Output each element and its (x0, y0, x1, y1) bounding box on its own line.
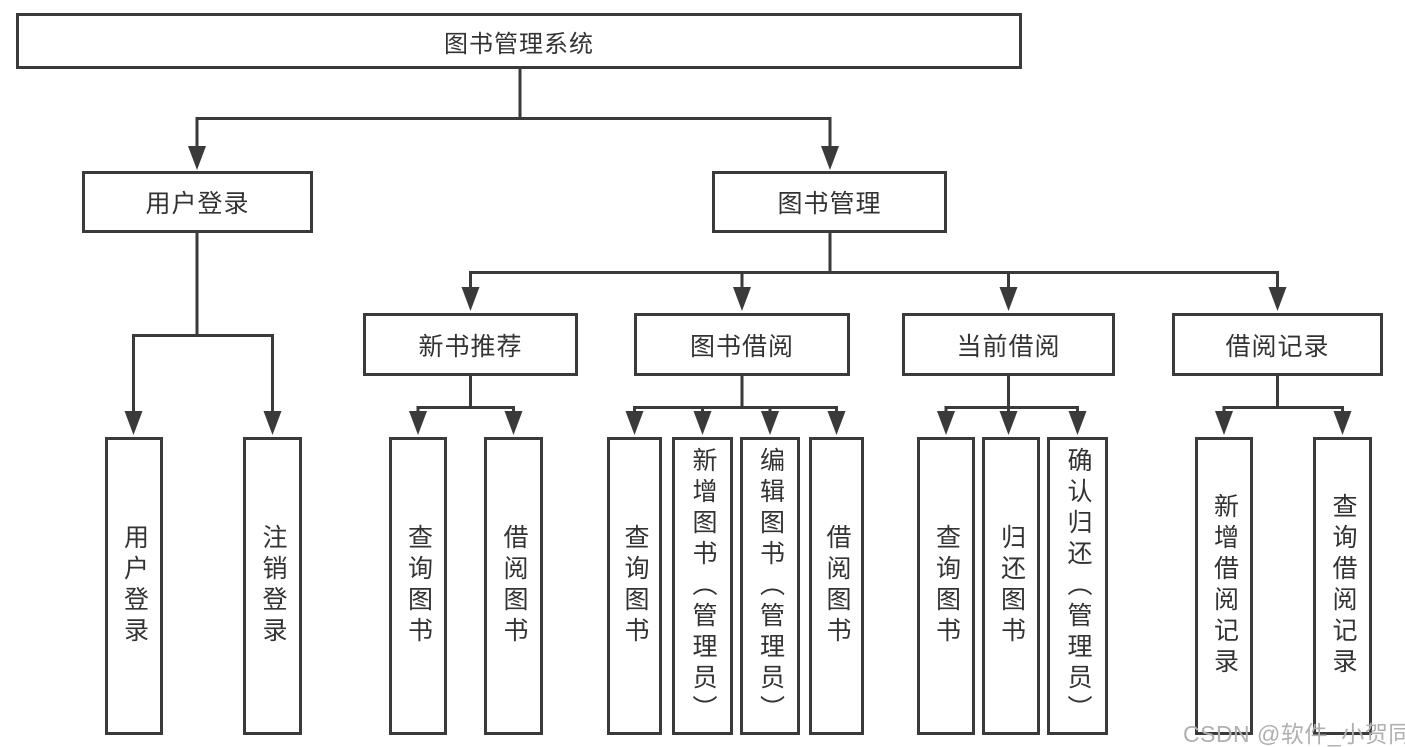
leaf-borrow-books-recommend: 借阅图书 (484, 437, 543, 735)
leaf-user-login: 用户登录 (105, 437, 163, 735)
leaf-logout: 注销登录 (243, 437, 302, 735)
leaf-add-books-admin: 新增图书（管理员） (672, 437, 733, 735)
leaf-edit-books-admin: 编辑图书（管理员） (740, 437, 800, 735)
leaf-query-books-recommend: 查询图书 (389, 437, 447, 735)
connector-root (188, 69, 839, 170)
node-library-management-system: 图书管理系统 (16, 13, 1022, 69)
node-user-login: 用户登录 (82, 171, 313, 233)
leaf-return-books: 归还图书 (982, 437, 1040, 735)
csdn-watermark: CSDN @软件_小贺同学 (1183, 721, 1405, 747)
leaf-borrow-books-borrowing: 借阅图书 (809, 437, 864, 735)
connector-new-book-recommend (409, 376, 523, 435)
leaf-query-books-current: 查询图书 (917, 437, 975, 735)
node-borrowing-records: 借阅记录 (1172, 313, 1383, 376)
connector-user-login (124, 233, 282, 435)
node-book-borrowing: 图书借阅 (634, 313, 850, 376)
connector-current-borrowing (937, 376, 1087, 435)
connector-book-borrowing (625, 376, 846, 435)
leaf-confirm-return-admin: 确认归还（管理员） (1047, 437, 1108, 735)
connector-borrowing-records (1215, 376, 1352, 435)
leaf-query-borrow-record: 查询借阅记录 (1313, 437, 1372, 735)
leaf-add-borrow-record: 新增借阅记录 (1195, 437, 1253, 735)
node-new-book-recommend: 新书推荐 (363, 313, 578, 376)
node-current-borrowing: 当前借阅 (902, 313, 1115, 376)
connector-book-management (461, 232, 1287, 311)
leaf-query-books-borrowing: 查询图书 (607, 437, 662, 735)
node-book-management: 图书管理 (712, 171, 947, 233)
